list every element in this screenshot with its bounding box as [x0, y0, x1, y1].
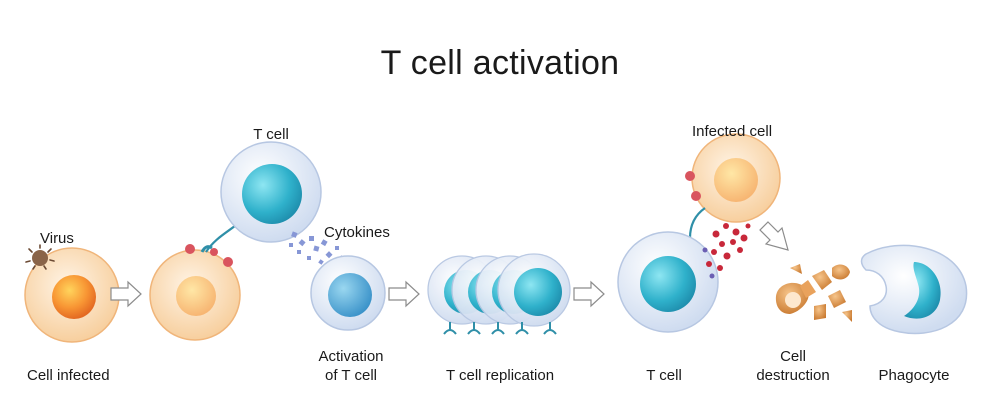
label-virus: Virus — [40, 230, 74, 247]
virus-particle — [25, 244, 55, 270]
infected-cell-target — [685, 133, 781, 223]
cell-debris — [775, 264, 852, 322]
label-activation-2: of T cell — [325, 367, 377, 384]
replicating-t-cells — [427, 253, 571, 335]
label-t-cell-bottom: T cell — [646, 367, 682, 384]
label-infected-cell: Infected cell — [691, 123, 773, 140]
diagram-title: T cell activation — [380, 44, 620, 82]
label-t-cell-top: T cell — [253, 126, 289, 143]
label-activation-1: Activation — [318, 348, 384, 365]
arrow-3 — [573, 280, 605, 308]
phagocyte-cell — [860, 244, 968, 335]
arrow-2 — [388, 280, 420, 308]
label-cell-destruction-1: Cell — [780, 348, 806, 365]
label-phagocyte: Phagocyte — [878, 367, 950, 384]
t-cell-bottom — [617, 231, 719, 333]
label-cell-infected: Cell infected — [27, 367, 110, 384]
t-cell-top — [220, 141, 322, 243]
label-cytokines: Cytokines — [324, 224, 390, 241]
activated-t-cell — [310, 255, 386, 331]
released-granules — [702, 223, 751, 279]
arrow-1 — [110, 280, 142, 308]
label-t-cell-replication: T cell replication — [445, 367, 555, 384]
arrow-4 — [759, 221, 789, 251]
antigen-presenting-cell — [149, 244, 241, 341]
label-cell-destruction-2: destruction — [756, 367, 830, 384]
